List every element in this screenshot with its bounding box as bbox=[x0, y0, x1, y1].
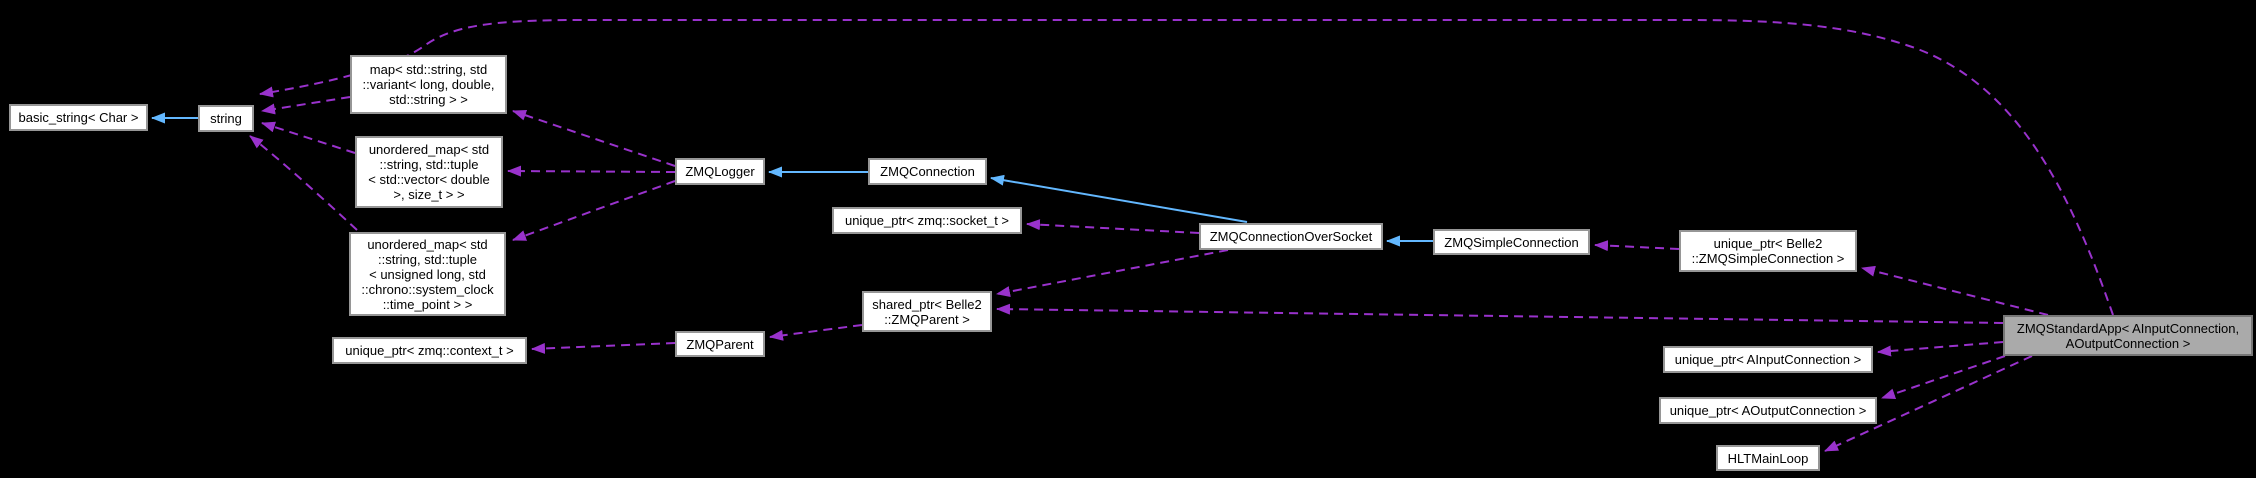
edge-zmq_standard_app-to-shared_ptr_parent bbox=[996, 303, 2004, 324]
node-unique_ptr_socket[interactable]: unique_ptr< zmq::socket_t > bbox=[832, 207, 1022, 234]
edge-zmq_logger-to-unordered_map_tuple_vector bbox=[507, 165, 676, 177]
node-zmq_standard_app: ZMQStandardApp< AInputConnection, AOutpu… bbox=[2003, 315, 2253, 356]
node-unique_ptr_context[interactable]: unique_ptr< zmq::context_t > bbox=[332, 337, 527, 364]
node-label-zmq_logger: ZMQLogger bbox=[685, 164, 755, 179]
node-label-hlt_main_loop: HLTMainLoop bbox=[1727, 450, 1809, 466]
node-label-map_variant: map< std::string, std ::variant< long, d… bbox=[362, 62, 495, 107]
edge-unordered_map_tuple_clock-to-string bbox=[249, 135, 358, 231]
node-label-unordered_map_tuple_clock: unordered_map< std ::string, std::tuple … bbox=[361, 236, 494, 312]
node-hlt_main_loop[interactable]: HLTMainLoop bbox=[1716, 445, 1820, 471]
edge-unordered_map_tuple_vector-to-string bbox=[261, 121, 356, 154]
node-zmq_connection[interactable]: ZMQConnection bbox=[868, 158, 987, 185]
node-label-unique_ptr_aoutput: unique_ptr< AOutputConnection > bbox=[1669, 403, 1867, 418]
node-label-zmq_simple_connection: ZMQSimpleConnection bbox=[1444, 234, 1579, 250]
node-label-unique_ptr_ainput: unique_ptr< AInputConnection > bbox=[1674, 352, 1862, 367]
edge-zmq_standard_app-to-unique_ptr_simple_connection bbox=[1861, 265, 2049, 316]
node-label-unordered_map_tuple_vector: unordered_map< std ::string, std::tuple … bbox=[368, 142, 490, 202]
node-unique_ptr_simple_connection[interactable]: unique_ptr< Belle2 ::ZMQSimpleConnection… bbox=[1679, 230, 1857, 272]
edge-shared_ptr_parent-to-zmq_parent bbox=[769, 324, 863, 341]
edge-zmq_connection_over_socket-to-zmq_connection bbox=[990, 174, 1248, 223]
edge-zmq_parent-to-unique_ptr_context bbox=[531, 342, 676, 354]
node-shared_ptr_parent[interactable]: shared_ptr< Belle2 ::ZMQParent > bbox=[862, 291, 992, 332]
edge-zmq_connection_over_socket-to-unique_ptr_socket bbox=[1026, 219, 1200, 234]
edge-zmq_logger-to-unordered_map_tuple_clock bbox=[512, 180, 676, 241]
node-map_variant[interactable]: map< std::string, std ::variant< long, d… bbox=[350, 55, 507, 114]
node-label-zmq_connection: ZMQConnection bbox=[880, 164, 975, 179]
node-zmq_connection_over_socket[interactable]: ZMQConnectionOverSocket bbox=[1199, 223, 1383, 250]
node-label-zmq_standard_app: ZMQStandardApp< AInputConnection, AOutpu… bbox=[2016, 320, 2240, 351]
node-unique_ptr_ainput[interactable]: unique_ptr< AInputConnection > bbox=[1663, 346, 1873, 373]
node-unordered_map_tuple_clock[interactable]: unordered_map< std ::string, std::tuple … bbox=[349, 232, 506, 316]
node-zmq_parent[interactable]: ZMQParent bbox=[675, 331, 765, 357]
node-label-unique_ptr_socket: unique_ptr< zmq::socket_t > bbox=[844, 213, 1010, 228]
edge-map_variant-to-string bbox=[261, 96, 351, 115]
node-basic_string[interactable]: basic_string< Char > bbox=[9, 104, 148, 131]
edge-zmq_connection_over_socket-to-shared_ptr_parent bbox=[996, 249, 1229, 297]
node-zmq_simple_connection[interactable]: ZMQSimpleConnection bbox=[1433, 229, 1590, 255]
node-zmq_logger[interactable]: ZMQLogger bbox=[675, 158, 765, 185]
node-label-zmq_connection_over_socket: ZMQConnectionOverSocket bbox=[1209, 229, 1373, 244]
edge-zmq_standard_app-to-unique_ptr_ainput bbox=[1877, 341, 2004, 357]
node-unique_ptr_aoutput[interactable]: unique_ptr< AOutputConnection > bbox=[1659, 397, 1877, 424]
node-label-unique_ptr_simple_connection: unique_ptr< Belle2 ::ZMQSimpleConnection… bbox=[1691, 236, 1845, 266]
edge-zmq_standard_app-to-unique_ptr_aoutput bbox=[1881, 355, 2006, 400]
edge-unique_ptr_simple_connection-to-zmq_simple_connection bbox=[1594, 240, 1680, 252]
edge-zmq_standard_app-to-hlt_main_loop bbox=[1824, 355, 2033, 452]
node-string[interactable]: string bbox=[198, 105, 254, 132]
node-unordered_map_tuple_vector[interactable]: unordered_map< std ::string, std::tuple … bbox=[355, 136, 503, 208]
node-label-unique_ptr_context: unique_ptr< zmq::context_t > bbox=[345, 343, 514, 358]
node-label-zmq_parent: ZMQParent bbox=[686, 336, 754, 352]
edge-zmq_logger-to-map_variant bbox=[512, 109, 676, 167]
node-label-basic_string: basic_string< Char > bbox=[18, 110, 139, 125]
node-label-string: string bbox=[210, 111, 242, 126]
node-label-shared_ptr_parent: shared_ptr< Belle2 ::ZMQParent > bbox=[872, 296, 982, 327]
